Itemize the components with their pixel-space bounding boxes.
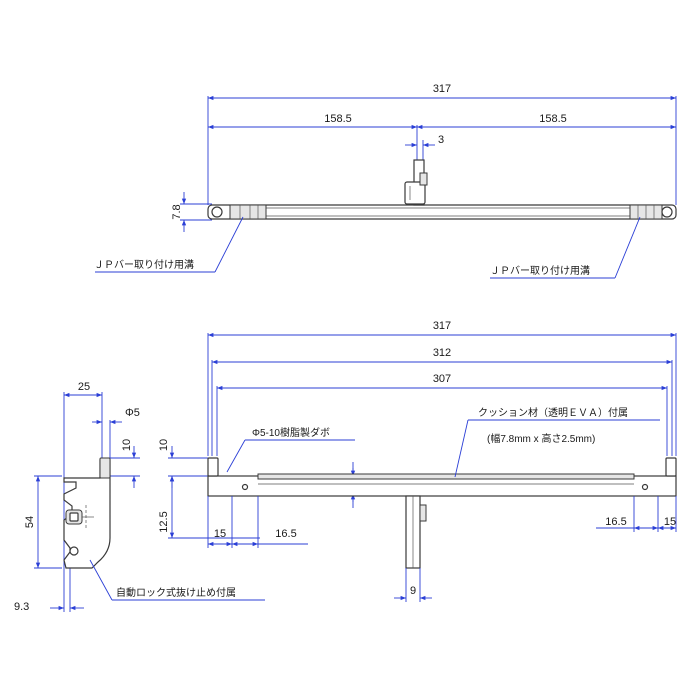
top-callout-right: ＪＰバー取り付け用溝	[490, 264, 590, 277]
front-dim-16-5-right: 16.5	[605, 516, 626, 528]
side-dim-width: 25	[78, 381, 90, 393]
front-dim-312: 312	[433, 347, 451, 359]
front-dim-15-left: 15	[214, 528, 226, 540]
front-dim-9: 9	[410, 585, 416, 597]
top-dim-height: 7.8	[171, 204, 183, 219]
top-dim-center: 3	[438, 134, 444, 146]
side-view: 25 Φ5 10 54 9.3 自動ロック式抜け止め付属	[14, 381, 265, 613]
front-dim-16-5-left: 16.5	[275, 528, 296, 540]
side-dim-offset: 9.3	[14, 601, 29, 613]
front-callout-cushion: クッション材（透明ＥＶＡ）付属	[478, 406, 628, 419]
front-dim-307: 307	[433, 373, 451, 385]
top-dim-total: 317	[433, 83, 451, 95]
front-dim-10: 10	[158, 439, 170, 451]
front-view: 317 312 307 10 12.5 11	[158, 320, 677, 602]
top-view: 317 158.5 158.5 3 7.8	[94, 83, 677, 279]
front-callout-cushion-size: (幅7.8mm x 高さ2.5mm)	[487, 432, 595, 445]
top-dim-right-half: 158.5	[539, 113, 567, 125]
front-dim-12-5: 12.5	[158, 511, 170, 532]
side-dim-height: 54	[24, 516, 36, 528]
top-callout-left: ＪＰバー取り付け用溝	[94, 258, 194, 271]
front-callout-dowel: Φ5-10樹脂製ダボ	[252, 426, 330, 439]
front-dim-15-right: 15	[664, 516, 676, 528]
side-dim-pin: Φ5	[125, 407, 140, 419]
side-callout-lock: 自動ロック式抜け止め付属	[116, 586, 236, 599]
front-dim-317: 317	[433, 320, 451, 332]
side-dim-pin-height: 10	[121, 439, 133, 451]
top-dim-left-half: 158.5	[324, 113, 352, 125]
